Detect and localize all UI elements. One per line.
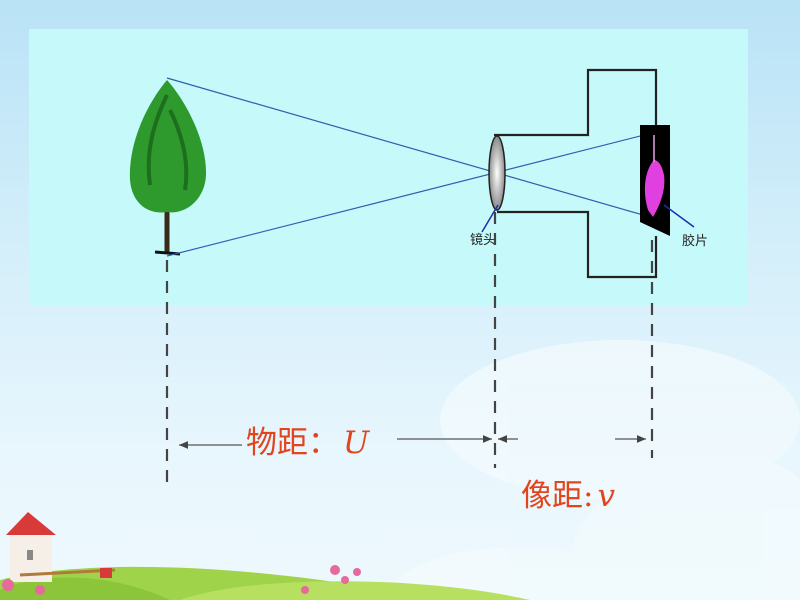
lens-label: 镜头 (470, 233, 496, 248)
camera-body (494, 68, 658, 279)
inverted-image-icon (644, 160, 665, 217)
background-clouds (380, 340, 800, 600)
house-illustration (6, 512, 116, 582)
dashed-guides (165, 212, 654, 484)
light-rays (166, 77, 653, 257)
object-distance-label: 物距：U (246, 425, 370, 461)
lens-pointer (481, 204, 499, 233)
flowers-illustration (2, 565, 361, 595)
image-distance-label: 像距:v (521, 478, 615, 514)
lens-icon (488, 135, 506, 211)
film-pointer (663, 204, 695, 228)
film (640, 125, 670, 236)
film-label: 胶片 (682, 233, 708, 249)
distance-arrows (179, 435, 646, 449)
